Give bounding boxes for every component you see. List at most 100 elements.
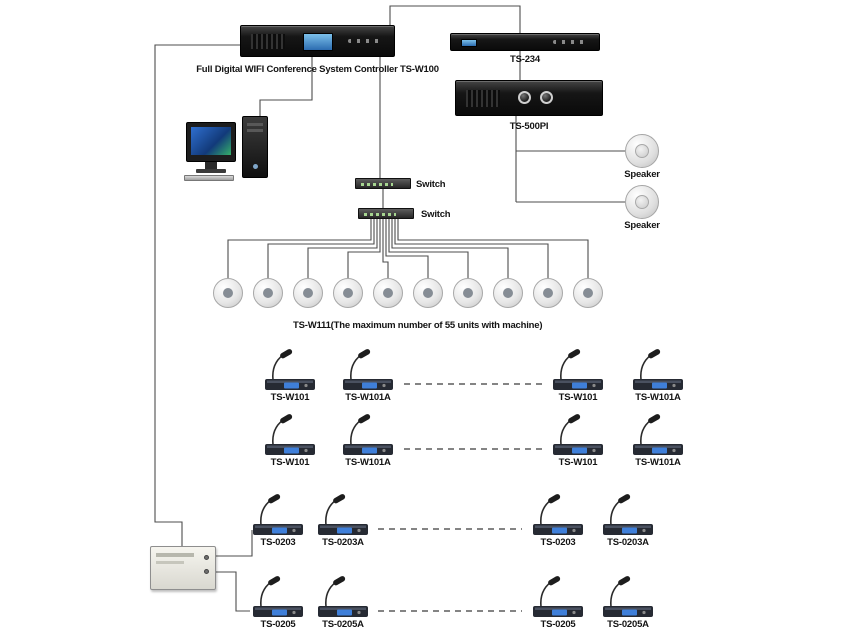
wire-box-row3 <box>216 530 253 557</box>
terminal <box>204 569 209 574</box>
gooseneck-mic-icon <box>632 412 684 456</box>
gooseneck-mic-icon <box>342 347 394 391</box>
mic-label: TS-W101 <box>270 392 310 403</box>
wifi-unit-1 <box>213 278 243 308</box>
mic-label: TS-W101A <box>635 392 681 403</box>
wire-left-trunk <box>154 44 240 546</box>
mic-label: TS-0203 <box>260 537 296 548</box>
wifi-units-caption: TS-W111(The maximum number of 55 units w… <box>293 320 543 331</box>
wifi-unit-10 <box>573 278 603 308</box>
mic-label: TS-0205A <box>322 619 364 630</box>
speaker-2-label: Speaker <box>624 220 660 231</box>
pc-monitor <box>186 122 236 162</box>
amp-knob-left <box>518 91 531 104</box>
mic-unit: TS-0203 <box>243 491 313 549</box>
wire-fan-9 <box>394 219 549 278</box>
wifi-unit-2 <box>253 278 283 308</box>
wifi-unit-9 <box>533 278 563 308</box>
gooseneck-mic-icon <box>552 347 604 391</box>
ts500pi-label: TS-500PI <box>509 121 549 132</box>
mic-unit: TS-0205A <box>308 573 378 631</box>
wire-controller-pc <box>259 57 313 116</box>
mic-unit: TS-W101A <box>623 411 693 469</box>
terminal <box>204 555 209 560</box>
mic-unit: TS-0205 <box>243 573 313 631</box>
wire-fan-1 <box>227 219 372 278</box>
wire-fan-3 <box>307 219 378 278</box>
mic-unit: TS-W101 <box>543 411 613 469</box>
wire-controller-ts234 <box>389 5 521 33</box>
gooseneck-mic-icon <box>602 574 654 618</box>
mic-unit: TS-0203A <box>308 491 378 549</box>
mic-label: TS-W101A <box>345 392 391 403</box>
mic-label: TS-0205 <box>540 619 576 630</box>
wifi-unit-4 <box>333 278 363 308</box>
mic-label: TS-0203A <box>607 537 649 548</box>
mic-label: TS-0205A <box>607 619 649 630</box>
amp-vent-grill <box>466 89 500 107</box>
gooseneck-mic-icon <box>317 574 369 618</box>
ts234-buttons <box>553 40 589 44</box>
wire-fan-10 <box>397 219 589 278</box>
gooseneck-mic-icon <box>252 492 304 536</box>
gooseneck-mic-icon <box>264 412 316 456</box>
mic-label: TS-0203 <box>540 537 576 548</box>
drive-bay <box>247 123 263 126</box>
wifi-unit-8 <box>493 278 523 308</box>
switch-ports <box>364 213 397 216</box>
network-switch-2 <box>358 208 414 219</box>
gooseneck-mic-icon <box>552 412 604 456</box>
gooseneck-mic-icon <box>532 492 584 536</box>
box-detail <box>156 553 194 557</box>
controller-buttons <box>348 39 384 43</box>
wire-fan-6 <box>385 219 429 278</box>
switch-2-label: Switch <box>421 209 451 220</box>
mic-unit: TS-W101A <box>333 411 403 469</box>
pc-screen <box>191 127 231 155</box>
power-supply-box <box>150 546 216 590</box>
wifi-unit-6 <box>413 278 443 308</box>
gooseneck-mic-icon <box>632 347 684 391</box>
wire-fan-8 <box>391 219 509 278</box>
gooseneck-mic-icon <box>252 574 304 618</box>
network-switch-1 <box>355 178 411 189</box>
wifi-unit-7 <box>453 278 483 308</box>
mic-unit: TS-W101 <box>255 411 325 469</box>
mic-label: TS-W101A <box>345 457 391 468</box>
wire-fan-4 <box>347 219 381 278</box>
box-detail <box>156 561 184 564</box>
wifi-unit-3 <box>293 278 323 308</box>
switch-1-label: Switch <box>416 179 446 190</box>
controller-label: Full Digital WIFI Conference System Cont… <box>196 64 439 75</box>
ts234-unit <box>450 33 600 51</box>
gooseneck-mic-icon <box>342 412 394 456</box>
mic-unit: TS-0203A <box>593 491 663 549</box>
mic-unit: TS-W101A <box>333 346 403 404</box>
wire-box-row4 <box>216 571 250 612</box>
mic-label: TS-W101 <box>558 392 598 403</box>
wifi-unit-5 <box>373 278 403 308</box>
ts234-label: TS-234 <box>510 54 540 65</box>
mic-unit: TS-W101 <box>543 346 613 404</box>
mic-label: TS-0205 <box>260 619 296 630</box>
mic-label: TS-0203A <box>322 537 364 548</box>
switch-ports <box>361 183 394 186</box>
mic-unit: TS-W101A <box>623 346 693 404</box>
wire-fan-7 <box>388 219 469 278</box>
mic-label: TS-W101 <box>558 457 598 468</box>
controller-screen <box>303 33 333 51</box>
ts500pi-unit <box>455 80 603 116</box>
wire-fan-2 <box>267 219 375 278</box>
pc-tower <box>242 116 268 178</box>
pc-keyboard <box>184 175 234 181</box>
speaker-1 <box>625 134 659 168</box>
ts234-display <box>461 39 477 47</box>
gooseneck-mic-icon <box>317 492 369 536</box>
gooseneck-mic-icon <box>264 347 316 391</box>
vent-grill <box>251 33 285 49</box>
mic-unit: TS-W101 <box>255 346 325 404</box>
mic-unit: TS-0203 <box>523 491 593 549</box>
mic-label: TS-W101 <box>270 457 310 468</box>
